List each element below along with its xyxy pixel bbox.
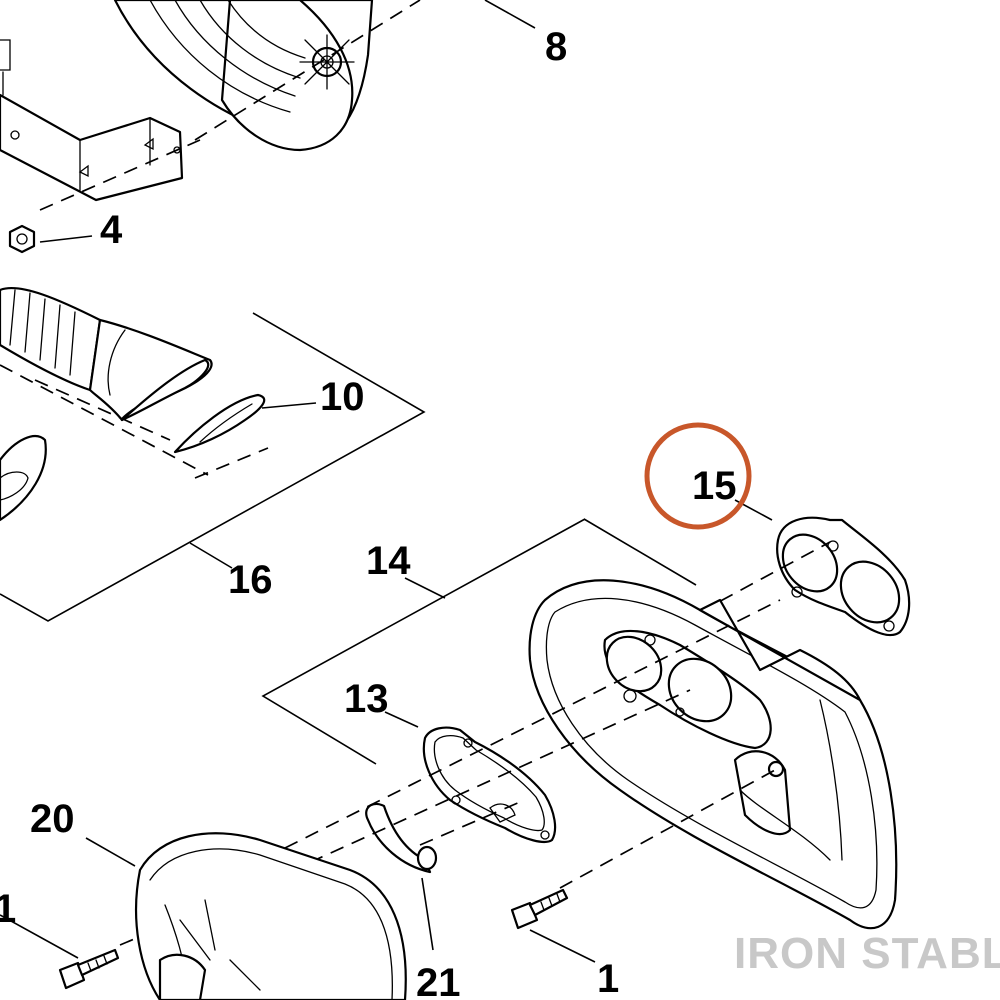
- callout-8: 8: [545, 25, 567, 69]
- partial-cover-left-part: [0, 434, 47, 522]
- nut-part: [8, 224, 36, 254]
- screw-part-left: [58, 948, 120, 990]
- backing-plate-part: [528, 579, 898, 930]
- hose-part: [365, 802, 438, 874]
- callout-10: 10: [320, 375, 365, 419]
- breather-tube-part: [0, 286, 213, 422]
- gasket-part-13: [422, 726, 557, 844]
- air-cleaner-cover-part: [134, 832, 407, 1000]
- callout-20: 20: [30, 797, 75, 841]
- filter-element-part: [113, 0, 374, 152]
- gasket-part-15: [776, 516, 911, 637]
- callout-14: 14: [366, 539, 411, 583]
- tube-gasket-part: [173, 393, 266, 454]
- mounting-bracket-part: [0, 39, 184, 202]
- watermark-text: IRON STABLE: [734, 929, 1000, 978]
- screw-part-1: [510, 888, 569, 930]
- callout-4: 4: [100, 208, 123, 252]
- callout-1: 1: [597, 957, 619, 1000]
- callout-21: 21: [416, 961, 461, 1000]
- callout-15: 15: [692, 464, 737, 508]
- callout-16: 16: [228, 558, 273, 602]
- highlight-ring: [644, 422, 752, 530]
- callout-1-left: 1: [0, 887, 16, 931]
- callout-13: 13: [344, 677, 389, 721]
